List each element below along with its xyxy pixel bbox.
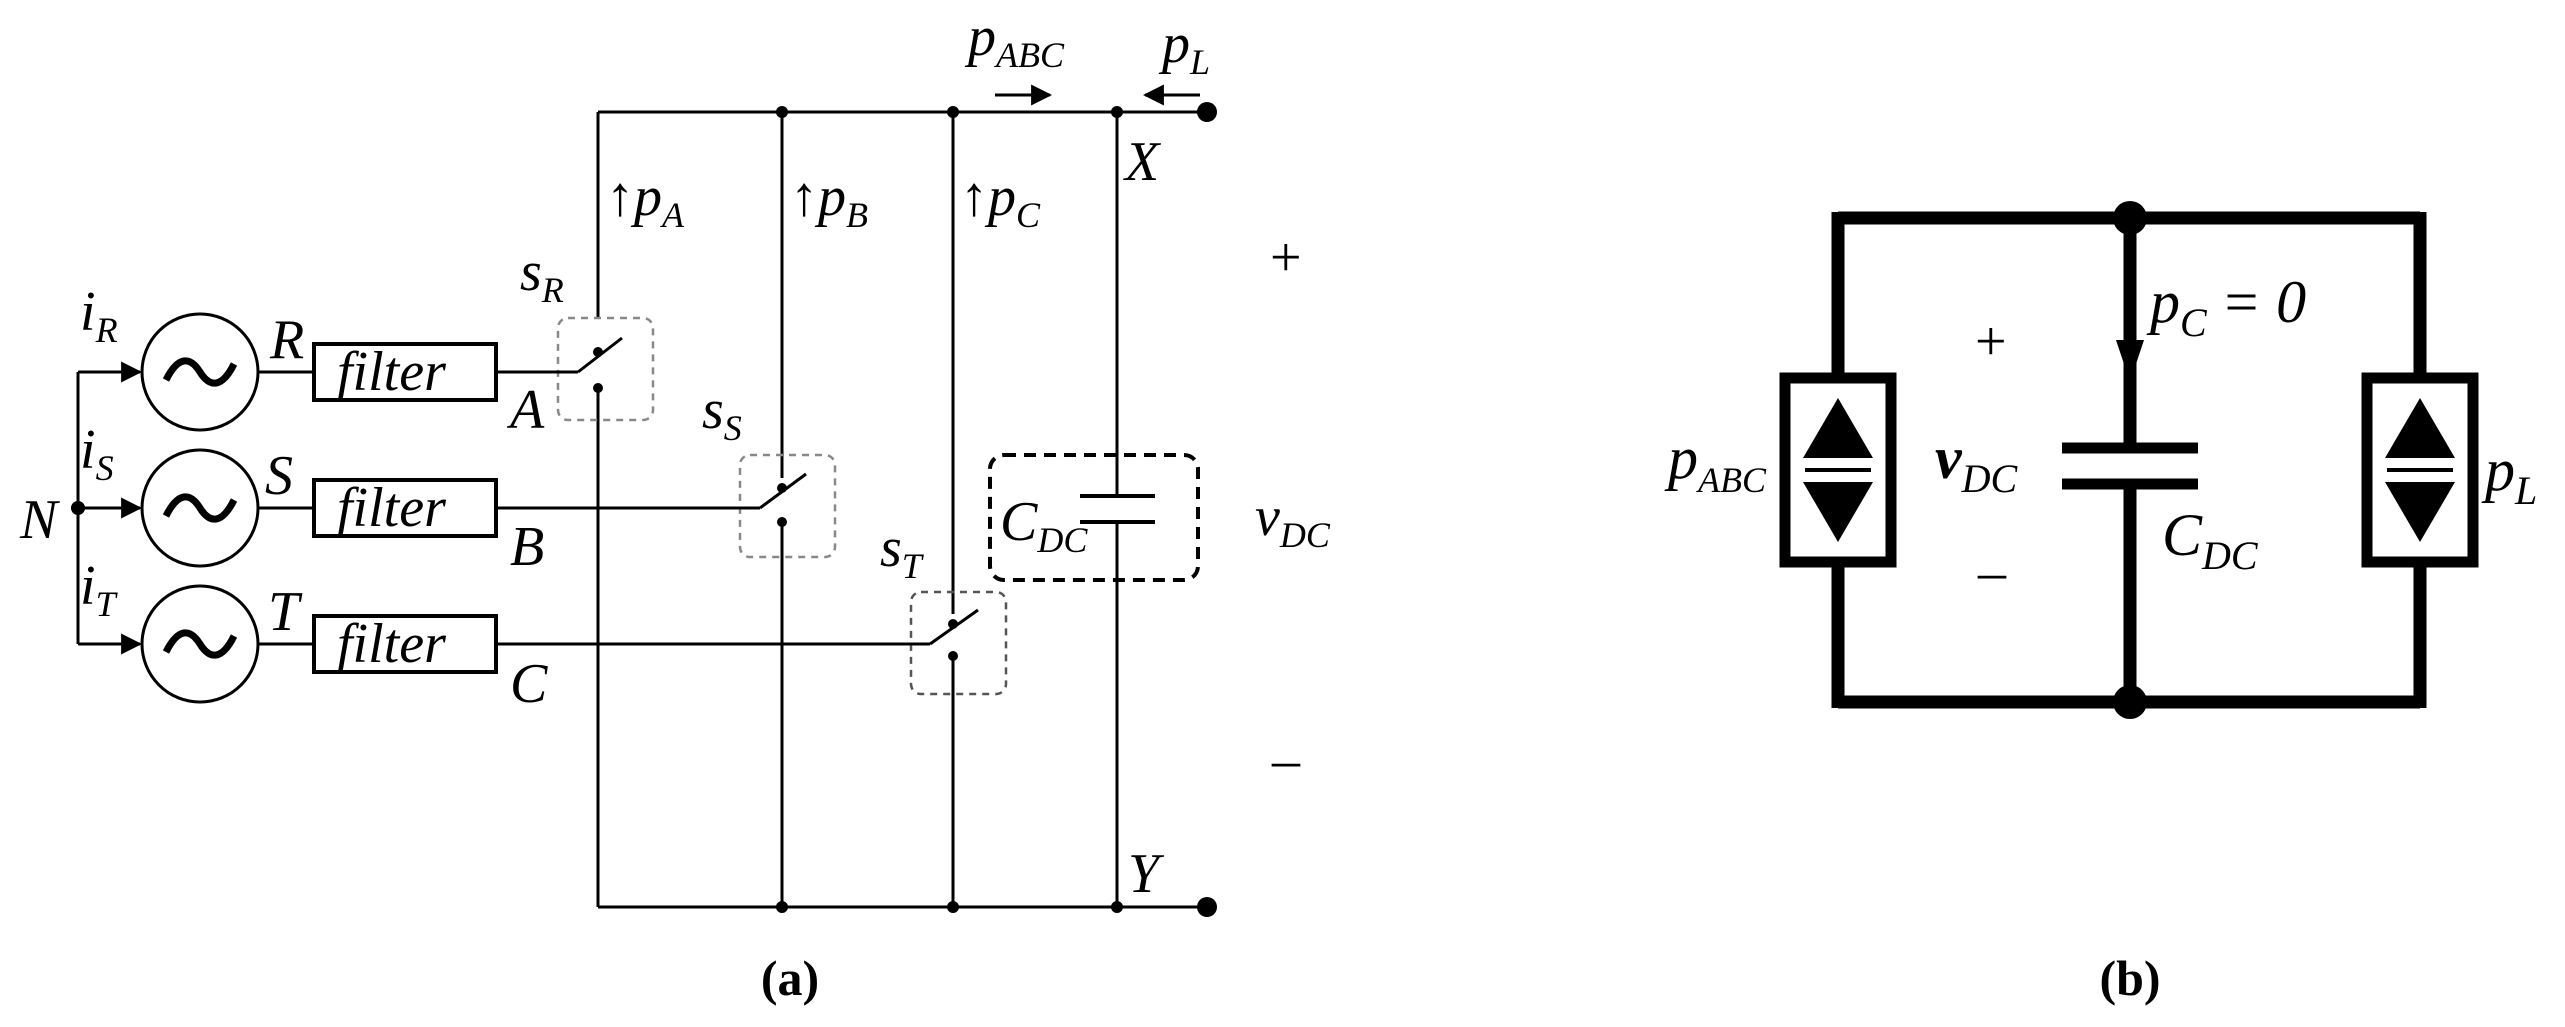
- right-source-label: pL: [2481, 437, 2537, 513]
- filter-label-s: filter: [337, 477, 446, 539]
- filter-box-s: [312, 478, 498, 538]
- switch-contact: [593, 383, 603, 393]
- triangle-down-icon: [2385, 482, 2455, 542]
- node-y-label: Y: [1128, 843, 1165, 905]
- terminal-x: [1197, 102, 1217, 122]
- minus-sign: –: [1271, 729, 1301, 791]
- junction-dot: [776, 901, 788, 913]
- cap-power-arrow: [2116, 340, 2144, 382]
- node-label-r: R: [269, 309, 304, 371]
- capacitor-label: CDC: [1000, 491, 1088, 560]
- switch-contact: [948, 651, 958, 661]
- switch-label-s: sS: [702, 379, 742, 448]
- filter-label-r: filter: [337, 341, 446, 403]
- caption-a: (a): [761, 950, 819, 1006]
- voltage-label-b: vDC: [1935, 425, 2019, 501]
- plus-sign-b: +: [1975, 311, 2007, 373]
- switch-contact: [777, 517, 787, 527]
- leg-power-a: ↑pA: [606, 166, 685, 235]
- minus-sign-b: –: [1977, 541, 2007, 603]
- junction-dot-bottom: [2113, 685, 2147, 719]
- leg-power-c: ↑pC: [960, 166, 1041, 235]
- switch-blade-r: [577, 336, 623, 374]
- switch-box-r: [556, 316, 655, 422]
- p-load-label: pL: [1158, 13, 1210, 82]
- sine-icon: [162, 493, 238, 523]
- node-label-s: S: [265, 445, 293, 507]
- switch-label-r: sR: [520, 241, 564, 310]
- switch-box-s: [738, 453, 837, 559]
- switch-blade-t: [929, 608, 979, 646]
- neutral-label: N: [19, 489, 60, 551]
- plus-sign: +: [1270, 227, 1302, 289]
- switch-box-t: [909, 590, 1008, 696]
- filter-box-t: [312, 614, 498, 674]
- switch-label-t: sT: [880, 517, 925, 586]
- p-abc-label: pABC: [964, 6, 1065, 75]
- p-cap-label: pC= 0: [2146, 269, 2306, 345]
- output-label-b: B: [510, 516, 544, 578]
- triangle-up-icon: [2385, 398, 2455, 458]
- current-label-r: iR: [80, 281, 118, 350]
- leg-power-b: ↑pB: [790, 166, 868, 235]
- junction-dot: [776, 106, 788, 118]
- node-x-label: X: [1123, 131, 1162, 193]
- terminal-y: [1197, 897, 1217, 917]
- current-label-t: iT: [80, 555, 119, 624]
- voltage-label: vDC: [1255, 486, 1331, 555]
- triangle-up-icon: [1803, 398, 1873, 458]
- output-label-a: A: [506, 379, 545, 441]
- capacitor-label-b: CDC: [2162, 502, 2259, 578]
- sine-icon: [162, 357, 238, 387]
- caption-b: (b): [2099, 950, 2160, 1006]
- junction-dot: [1111, 901, 1123, 913]
- sine-icon: [162, 629, 238, 659]
- junction-dot: [947, 106, 959, 118]
- current-label-s: iS: [80, 419, 114, 488]
- switch-blade-s: [759, 472, 807, 510]
- panel-b: pC= 0 + – vDC CDC pABC pL (b): [1664, 201, 2537, 1006]
- output-label-c: C: [510, 653, 548, 715]
- node-label-t: T: [268, 581, 303, 643]
- capacitor-dashed-box: [988, 453, 1200, 582]
- filter-label-t: filter: [337, 613, 446, 675]
- junction-dot: [1111, 106, 1123, 118]
- junction-dot-top: [2113, 201, 2147, 235]
- triangle-down-icon: [1803, 482, 1873, 542]
- panel-a: N iR iS iT R S T filter filter filter A …: [19, 6, 1331, 1006]
- junction-dot: [947, 901, 959, 913]
- left-source-label: pABC: [1664, 425, 1767, 500]
